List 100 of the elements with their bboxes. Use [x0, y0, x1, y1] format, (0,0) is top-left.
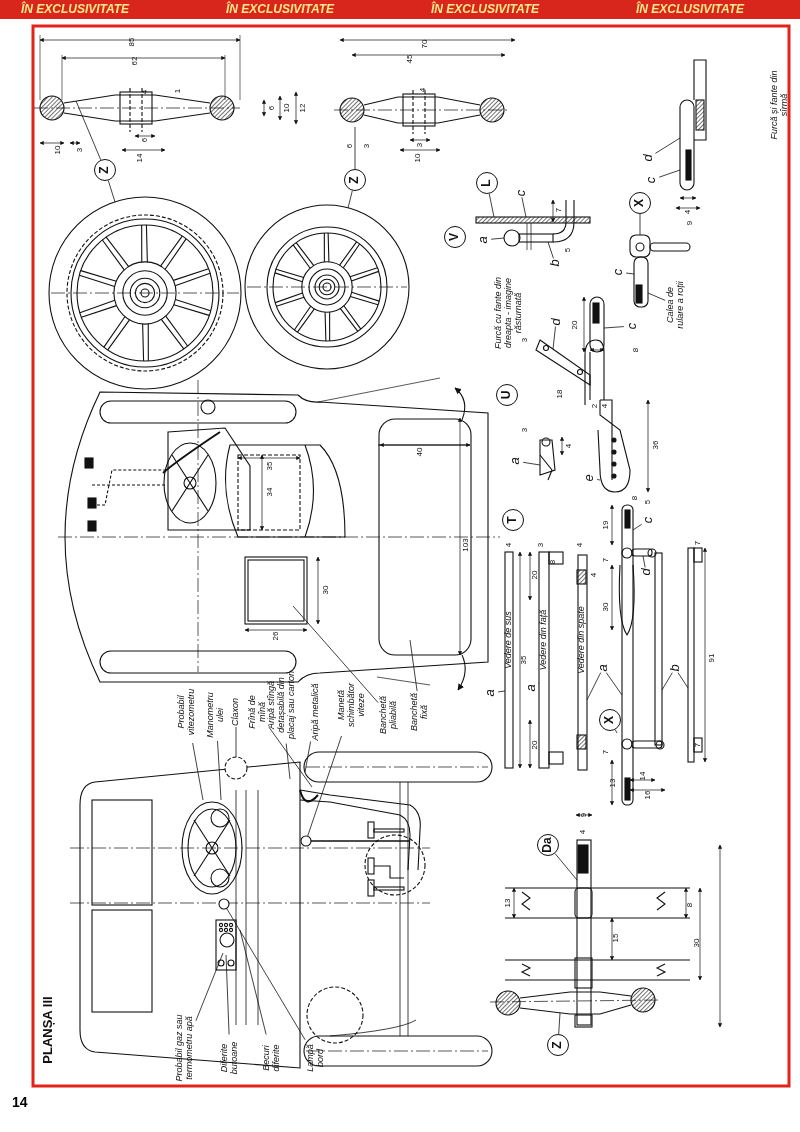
dimension-value: 6	[345, 143, 355, 149]
leader-line	[655, 137, 681, 154]
dashed-circle	[224, 756, 248, 780]
dimension-value: 12	[298, 103, 308, 113]
leader-line	[354, 126, 356, 170]
dimension-value: 8	[548, 559, 558, 565]
dimension-value: 35	[519, 655, 529, 665]
dimension-value: 1	[173, 88, 183, 94]
dimension-value: 3	[415, 142, 425, 148]
page-number: 14	[12, 1094, 28, 1110]
hinge-part-drawing	[475, 199, 591, 251]
dimension-value: 3	[520, 427, 530, 433]
dimension-value: 15	[611, 933, 621, 943]
callout-label: Becuri diferite	[262, 1035, 282, 1081]
dimension-value: 62	[130, 56, 140, 66]
dimension-value: 13	[503, 898, 513, 908]
callout-label: Aripă stîngă detașabilă din placaj sau carton	[267, 667, 297, 743]
dimension-value: 40	[415, 447, 425, 457]
view-caption: Furcă cu fante din dreapta - imagine răsturnată	[494, 276, 523, 352]
part-letter: c	[513, 189, 529, 197]
rod-parts-drawing	[504, 504, 708, 806]
callout-circle	[629, 192, 651, 214]
callout-letter: T	[506, 516, 520, 524]
callout-label: Probabil vitezometru	[177, 682, 197, 742]
callout-circle	[547, 1034, 569, 1056]
leader-line	[521, 196, 527, 218]
dimension-value: 5	[563, 247, 573, 253]
callout-letter: X	[603, 716, 617, 724]
callout-label: Lampă bord	[306, 1038, 326, 1078]
leader-line	[490, 237, 505, 240]
part-letter: e	[581, 474, 597, 482]
wheel-drawing	[48, 196, 242, 390]
dimension-value: 85	[127, 37, 137, 47]
leader-line	[192, 742, 204, 801]
knob-circle	[300, 835, 312, 847]
leader-line	[226, 907, 306, 1041]
callout-label: Manometru ulei	[206, 690, 226, 740]
callout-letter: V	[448, 233, 462, 241]
leader-line	[554, 853, 578, 881]
callout-letter: X	[633, 199, 647, 207]
leader-line	[605, 672, 623, 696]
callout-letter: Z	[551, 1041, 565, 1049]
dimension-value: 4	[564, 443, 574, 449]
dimension-value: 6	[267, 105, 277, 111]
drawing-title: PLANȘA III	[40, 996, 56, 1064]
leader-line	[603, 326, 625, 329]
leader-line	[304, 741, 311, 773]
part-letter: a	[507, 457, 523, 465]
callout-label: Frînă de mînă	[248, 692, 268, 732]
dimension-value: 4	[683, 209, 693, 215]
leader-line	[235, 726, 237, 758]
knob-circle	[218, 898, 230, 910]
dimension-value: 36	[651, 440, 661, 450]
leader-line	[625, 272, 635, 275]
callout-label: Diferite butoane	[220, 1035, 240, 1081]
dimension-value: 8	[631, 347, 641, 353]
leader-line	[497, 690, 506, 693]
callout-letter: Da	[541, 837, 555, 853]
dimension-value: 30	[692, 938, 702, 948]
dimension-value: 103	[461, 538, 471, 552]
leader-line	[292, 605, 379, 704]
leader-line	[75, 100, 102, 161]
leader-line	[677, 672, 689, 689]
view-caption: Vedere din spate	[577, 606, 587, 674]
dimension-value: 35	[265, 461, 275, 471]
dimension-value: 9	[685, 220, 695, 226]
leader-line	[107, 180, 116, 203]
dimension-value: 3	[75, 147, 85, 153]
dimension-value: 20	[530, 570, 540, 580]
leader-line	[632, 523, 643, 531]
callout-letter: U	[500, 390, 514, 400]
banner-text: ÎN EXCLUSIVITATE	[635, 2, 745, 16]
dimension-value: 19	[601, 520, 611, 530]
part-letter: a	[475, 236, 491, 244]
dimension-value: 45	[405, 54, 415, 64]
callout-label: Manetă schimbător viteze	[337, 675, 367, 735]
dimension-value: 4	[600, 403, 610, 409]
dimension-value: 91	[707, 653, 717, 663]
dimension-value: 4	[589, 572, 599, 578]
leader-line	[586, 672, 602, 701]
dimension-value: 9	[579, 812, 589, 818]
dimension-value: 70	[420, 39, 430, 49]
callout-label: Calea de rulare a roții	[666, 277, 686, 333]
dimension-value: 30	[601, 602, 611, 612]
dimension-value: 7	[554, 207, 564, 213]
leader-line	[307, 735, 342, 837]
leader-line	[642, 555, 646, 568]
dimension-value: 20	[530, 740, 540, 750]
dimension-value: 26	[271, 631, 281, 641]
dimension-value: 4	[140, 89, 150, 95]
part-letter: b	[667, 664, 683, 672]
part-letter: a	[482, 689, 498, 697]
part-letter: b	[547, 259, 563, 267]
dimension-value: 4	[418, 87, 428, 93]
callout-label: Aripă metalică	[311, 683, 321, 741]
banner-text: ÎN EXCLUSIVITATE	[20, 2, 130, 16]
part-letter: d	[548, 318, 564, 326]
part-letter: a	[595, 664, 611, 672]
leader-line	[347, 190, 353, 209]
dimension-value: 7	[693, 742, 703, 748]
